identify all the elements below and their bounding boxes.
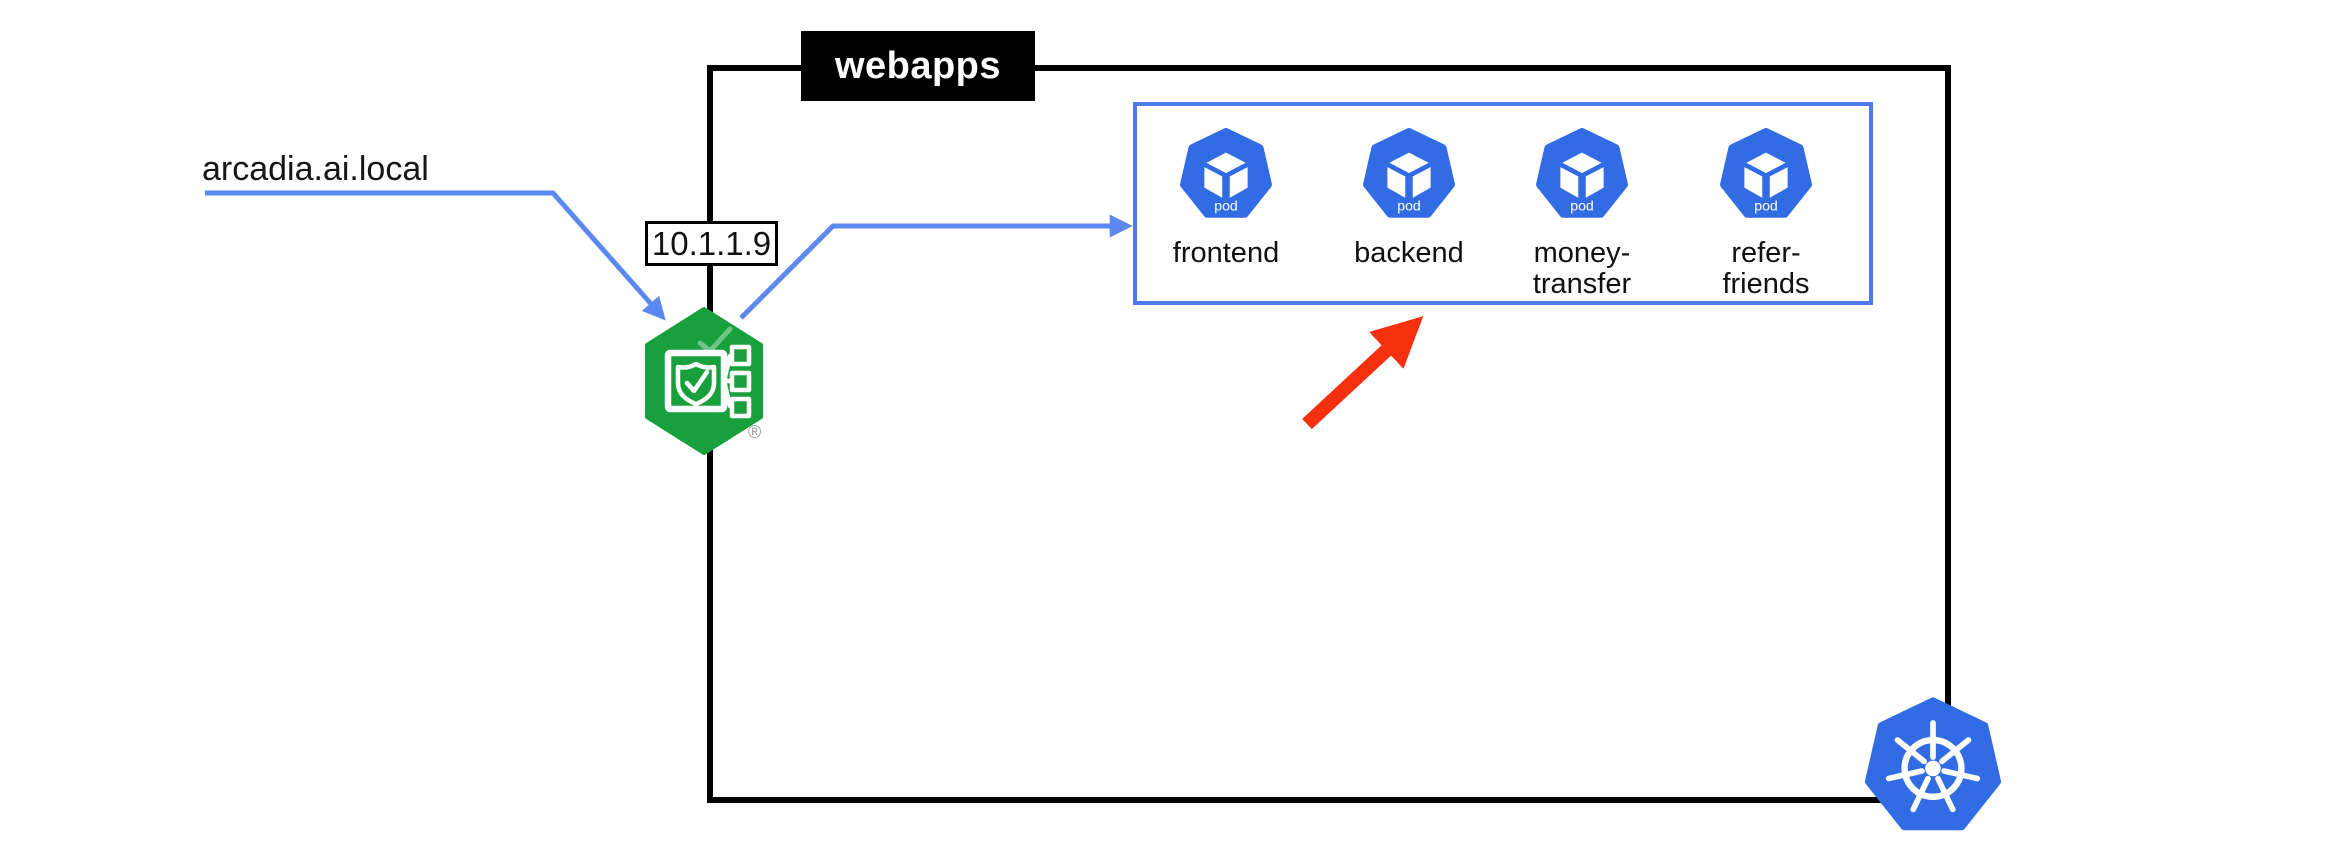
pod-money-transfer: money-transfer <box>1502 128 1662 300</box>
shield-icon <box>675 361 717 407</box>
namespace-label: webapps <box>801 31 1035 101</box>
kubernetes-logo-icon <box>1864 697 2002 831</box>
pod-label: backend <box>1354 237 1464 269</box>
pod-icon <box>1179 128 1273 222</box>
pod-label: money-transfer <box>1532 237 1632 300</box>
pod-frontend: frontend <box>1146 128 1306 269</box>
connector-host-to-ingress <box>205 190 666 321</box>
ingress-host-label: arcadia.ai.local <box>202 150 429 188</box>
fanout-box-top-icon <box>729 344 752 367</box>
nginx-ingress-controller-icon <box>645 307 763 455</box>
helm-wheel-icon <box>1885 720 1981 813</box>
pod-icon <box>1362 128 1456 222</box>
pod-refer-friends: refer-friends <box>1686 128 1846 300</box>
pod-label: frontend <box>1172 237 1280 269</box>
pod-backend: backend <box>1329 128 1489 269</box>
registered-trademark-symbol: ® <box>748 422 762 442</box>
shield-check-icon <box>684 369 710 394</box>
ingress-ip-label: 10.1.1.9 <box>645 221 778 266</box>
pod-label: refer-friends <box>1722 237 1810 300</box>
fanout-box-middle-icon <box>729 370 752 393</box>
fanout-box-bottom-icon <box>729 396 752 419</box>
pods-group-box: pod frontend backend money-transfer refe… <box>1133 102 1873 305</box>
connector-ingress-to-pods <box>739 214 1133 320</box>
pod-icon <box>1535 128 1629 222</box>
nginx-hexagon-shape <box>645 307 763 455</box>
red-annotation-arrow <box>1302 316 1424 430</box>
pod-icon <box>1719 128 1813 222</box>
fanout-lines-icon <box>721 353 733 409</box>
